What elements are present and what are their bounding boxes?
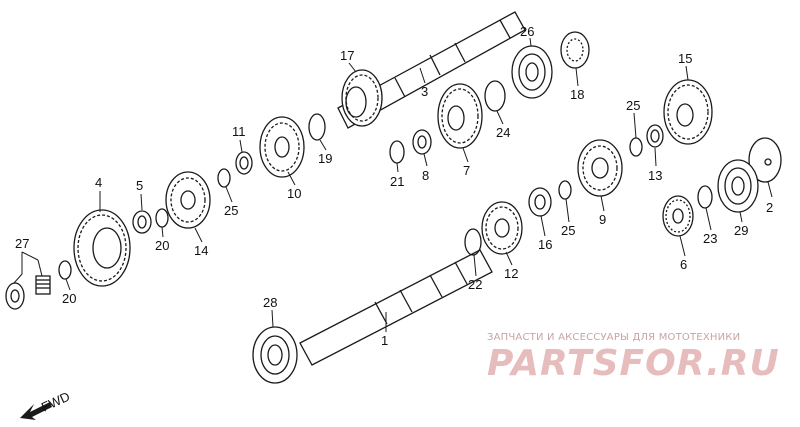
washer-19 xyxy=(308,113,326,141)
callout-22: 22 xyxy=(468,277,482,292)
watermark-logo: PARTSFOR.RU xyxy=(487,343,780,384)
callout-15: 15 xyxy=(678,51,692,66)
callout-labels: 1 2 3 4 5 6 7 8 9 10 11 12 13 14 15 16 1… xyxy=(15,24,773,348)
callout-20: 20 xyxy=(155,238,169,253)
collar-5 xyxy=(132,210,152,234)
washer-25-upper-right xyxy=(629,137,643,157)
callout-24: 24 xyxy=(496,125,510,140)
gear-14 xyxy=(165,171,211,229)
callout-20-lower: 20 xyxy=(62,291,76,306)
gear-7 xyxy=(437,83,483,149)
washer-23 xyxy=(697,185,713,209)
callout-3: 3 xyxy=(421,84,428,99)
callout-2: 2 xyxy=(766,200,773,215)
washer-22 xyxy=(464,228,482,256)
gear-17 xyxy=(341,69,383,127)
fwd-label: FWD xyxy=(39,389,72,415)
collar-13 xyxy=(646,124,664,148)
callout-25-upper: 25 xyxy=(626,98,640,113)
fwd-arrow: FWD xyxy=(20,389,72,420)
washer-20-upper xyxy=(155,208,169,228)
washer-20-lower xyxy=(58,260,72,280)
washer-24 xyxy=(484,80,506,112)
callout-11: 11 xyxy=(232,124,246,139)
gear-15 xyxy=(663,79,713,145)
bearing-26 xyxy=(511,45,553,99)
callout-17: 17 xyxy=(340,48,354,63)
gear-12 xyxy=(481,201,523,255)
callout-9: 9 xyxy=(599,212,606,227)
callout-26: 26 xyxy=(520,24,534,39)
bearing-28 xyxy=(252,326,298,384)
bushing-11 xyxy=(235,151,253,175)
spring-27 xyxy=(35,275,51,295)
gear-10 xyxy=(259,116,305,178)
leader-lines xyxy=(65,37,773,332)
callout-29: 29 xyxy=(734,223,748,238)
gear-4 xyxy=(73,209,131,287)
gear-9 xyxy=(577,139,623,197)
washer-25-middle xyxy=(558,180,572,200)
callout-8: 8 xyxy=(422,168,429,183)
callout-10: 10 xyxy=(287,186,301,201)
watermark-caption: ЗАПЧАСТИ И АКСЕССУАРЫ ДЛЯ МОТОТЕХНИКИ xyxy=(487,332,741,343)
callout-28: 28 xyxy=(263,295,277,310)
callout-19: 19 xyxy=(318,151,332,166)
bearing-18 xyxy=(560,31,590,69)
callout-25-left: 25 xyxy=(224,203,238,218)
bushing-8 xyxy=(412,129,432,155)
bearing-29 xyxy=(717,159,759,213)
callout-23: 23 xyxy=(703,231,717,246)
callout-21: 21 xyxy=(390,174,404,189)
callout-6: 6 xyxy=(680,257,687,272)
callout-27: 27 xyxy=(15,236,29,251)
washer-21 xyxy=(389,140,405,164)
callout-25-middle: 25 xyxy=(561,223,575,238)
washer-25-left xyxy=(217,168,231,188)
gear-6 xyxy=(662,195,694,237)
callout-13: 13 xyxy=(648,168,662,183)
countershaft xyxy=(337,11,526,129)
bushing-16 xyxy=(528,187,552,217)
cover-2 xyxy=(748,137,782,183)
callout-18: 18 xyxy=(570,87,584,102)
callout-4: 4 xyxy=(95,175,102,190)
callout-1: 1 xyxy=(381,333,388,348)
callout-14: 14 xyxy=(194,243,208,258)
part-27-assembly xyxy=(5,251,51,310)
callout-5: 5 xyxy=(136,178,143,193)
callout-12: 12 xyxy=(504,266,518,281)
mainshaft xyxy=(299,249,493,366)
callout-16: 16 xyxy=(538,237,552,252)
callout-7: 7 xyxy=(463,163,470,178)
